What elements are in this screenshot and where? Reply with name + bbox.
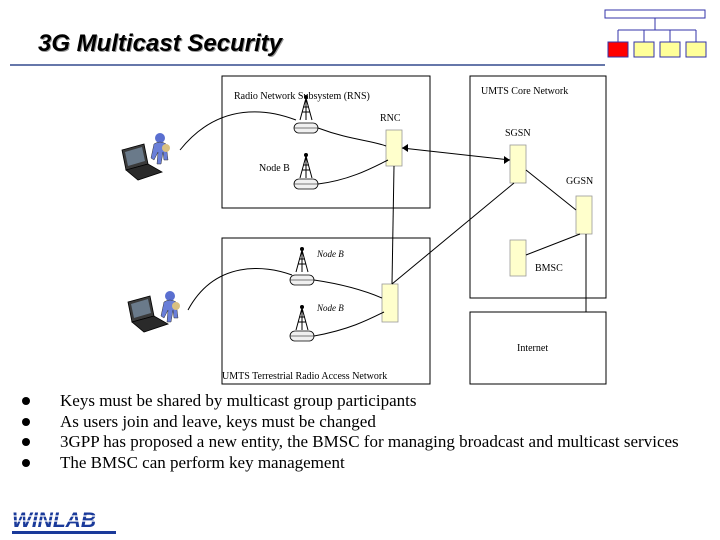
internet-box <box>469 311 607 385</box>
internet-label: Internet <box>517 343 549 354</box>
winlab-logo: WINLAB <box>10 508 118 534</box>
bullet-dot-icon <box>22 458 30 467</box>
bullet-dot-icon <box>22 438 30 446</box>
nodeb-rnc-link <box>313 311 385 337</box>
bullet-item: The BMSC can perform key management <box>22 453 702 472</box>
sgsn-node <box>509 144 527 184</box>
ggsn-node <box>575 195 593 235</box>
node-b-mid-antenna <box>299 152 313 179</box>
bullet-item: As users join and leave, keys must be ch… <box>22 412 702 431</box>
node-b-label: Node B <box>259 163 290 174</box>
nodeb-rnc-link <box>317 159 389 185</box>
slide-title: 3G Multicast Security <box>38 30 283 57</box>
bullet-item: 3GPP has proposed a new entity, the BMSC… <box>22 433 702 451</box>
node-b-3-base <box>289 330 315 342</box>
bullet-dot-icon <box>22 397 30 405</box>
slide-nav <box>604 9 707 58</box>
ggsn-bmsc-link <box>525 233 581 256</box>
ggsn-label: GGSN <box>566 176 594 187</box>
wireless-link <box>179 111 297 151</box>
user-icon <box>160 290 181 323</box>
nav-box-2[interactable] <box>633 41 655 58</box>
rnc-top <box>385 129 403 167</box>
title-rule <box>10 64 605 66</box>
rnc-sgsn-link <box>391 182 515 285</box>
nav-box-3[interactable] <box>659 41 681 58</box>
bullet-list: Keys must be shared by multicast group p… <box>22 392 702 474</box>
node-b-3-label: Node B <box>317 303 344 313</box>
node-b-2-base <box>289 274 315 286</box>
rns-box <box>221 75 431 209</box>
core-network-label: UMTS Core Network <box>481 86 569 97</box>
bullet-dot-icon <box>22 417 30 426</box>
bmsc-label: BMSC <box>535 263 563 274</box>
utran-label: UMTS Terrestrial Radio Access Network <box>222 371 388 382</box>
rns-label: Radio Network Subsystem (RNS) <box>234 91 370 102</box>
rnc-sgsn-link <box>401 147 511 161</box>
wireless-link <box>187 268 293 311</box>
sgsn-ggsn-link <box>525 169 577 211</box>
utran-box <box>221 237 431 385</box>
core-network-box <box>469 75 607 299</box>
node-b-3-antenna <box>295 304 309 331</box>
rnc-label: RNC <box>380 113 401 124</box>
node-b-mid-base <box>293 178 319 190</box>
bullet-item: Keys must be shared by multicast group p… <box>22 392 702 410</box>
rnc-bottom <box>381 283 399 323</box>
nodeb-rnc-link <box>313 279 383 299</box>
nav-box-4[interactable] <box>685 41 707 58</box>
nav-box-1[interactable] <box>607 41 629 58</box>
bmsc-node <box>509 239 527 277</box>
node-b-2-label: Node B <box>317 249 344 259</box>
rnc-rnc-link <box>391 165 395 285</box>
user-icon <box>150 132 171 165</box>
sgsn-label: SGSN <box>505 128 531 139</box>
node-b-2-antenna <box>295 246 309 273</box>
nodeb-rnc-link <box>317 127 387 147</box>
node-b-top-base <box>293 122 319 134</box>
